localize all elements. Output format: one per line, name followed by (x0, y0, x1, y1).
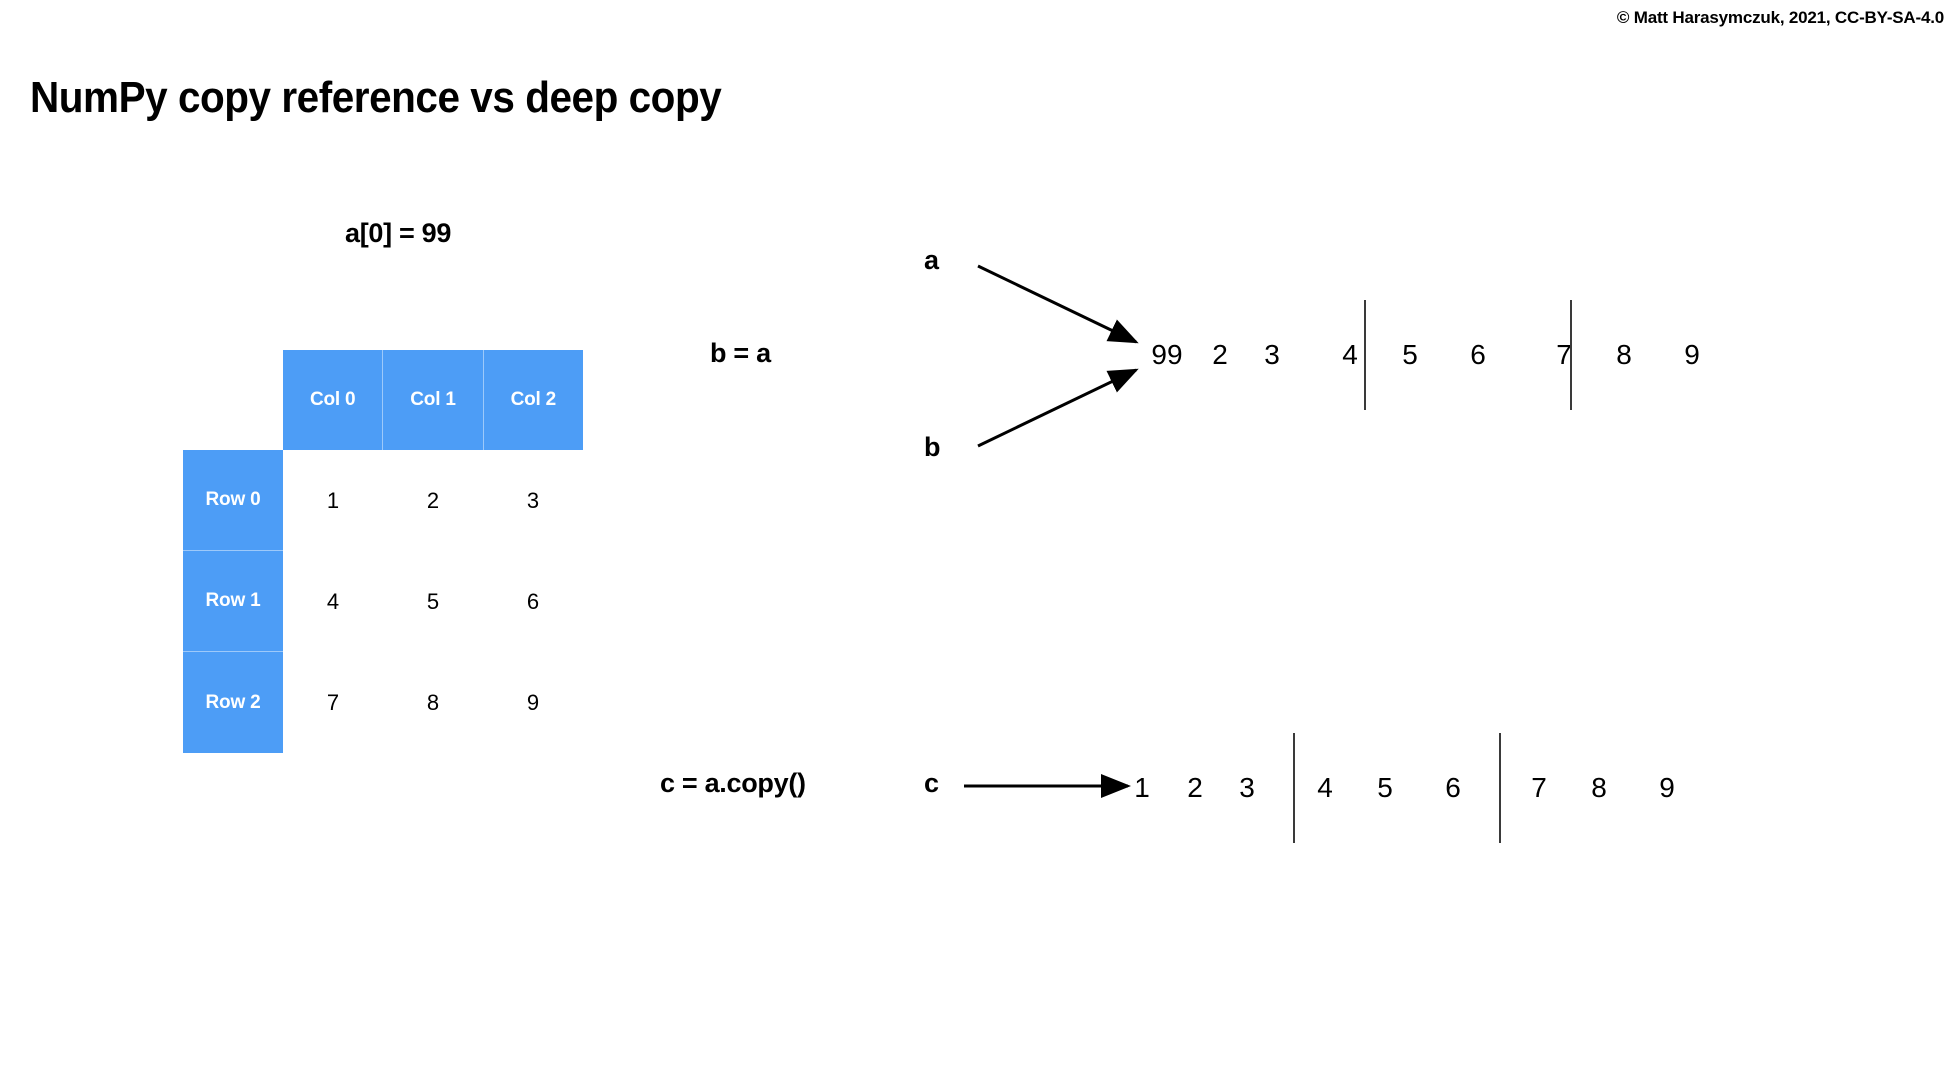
array-value: 6 (1445, 772, 1461, 803)
matrix-cell: 6 (483, 551, 583, 652)
matrix-body: Row 0 1 2 3 Row 1 4 5 6 Row 2 7 8 9 (183, 450, 583, 753)
array-row-divider (1364, 300, 1366, 410)
array-row-divider (1293, 733, 1295, 843)
array-value: 99 (1151, 339, 1183, 370)
array-value: 8 (1591, 772, 1607, 803)
matrix-column-header: Col 1 (383, 350, 484, 450)
matrix-cell: 8 (383, 652, 483, 753)
array-value: 4 (1317, 772, 1333, 803)
matrix-table: Col 0 Col 1 Col 2 Row 0 1 2 3 Row 1 4 5 … (183, 350, 583, 753)
copy-array-cells: 1 2 3 4 5 6 7 8 9 (1115, 728, 1701, 848)
array-value: 2 (1187, 772, 1203, 803)
copy-equation-label: c = a.copy() (660, 768, 806, 798)
array-value: 9 (1684, 339, 1700, 370)
array-value: 1 (1134, 772, 1150, 803)
matrix-column-header: Col 2 (483, 350, 583, 450)
variable-label-a: a (924, 245, 940, 275)
array-value: 3 (1239, 772, 1255, 803)
table-row: Row 1 4 5 6 (183, 551, 583, 652)
reference-arrows-icon (977, 264, 1139, 448)
reference-array-cells: 99 2 3 4 5 6 7 8 9 (1140, 295, 1726, 415)
matrix-row-header: Row 1 (183, 551, 283, 652)
matrix-row-header: Row 0 (183, 450, 283, 551)
copyright-notice: © Matt Harasymczuk, 2021, CC-BY-SA-4.0 (1616, 8, 1944, 27)
array-value: 3 (1264, 339, 1280, 370)
matrix-cell: 4 (283, 551, 383, 652)
matrix-header-row: Col 0 Col 1 Col 2 (283, 350, 583, 450)
page-title: NumPy copy reference vs deep copy (30, 73, 722, 123)
matrix-cell: 2 (383, 450, 483, 551)
array-value: 9 (1659, 772, 1675, 803)
matrix-cell: 1 (283, 450, 383, 551)
array-value: 2 (1212, 339, 1228, 370)
array-value: 7 (1556, 339, 1572, 370)
array-row-divider (1570, 300, 1572, 410)
array-value: 6 (1470, 339, 1486, 370)
array-value: 4 (1342, 339, 1358, 370)
matrix-cell: 7 (283, 652, 383, 753)
matrix-cell: 9 (483, 652, 583, 753)
matrix-row-header: Row 2 (183, 652, 283, 753)
table-row: Row 0 1 2 3 (183, 450, 583, 551)
array-value: 5 (1377, 772, 1393, 803)
array-value: 8 (1616, 339, 1632, 370)
variable-label-b: b (924, 432, 941, 462)
copy-arrow-icon (964, 774, 1131, 798)
array-value: 7 (1531, 772, 1547, 803)
reference-equation-label: b = a (710, 338, 771, 368)
table-row: Row 2 7 8 9 (183, 652, 583, 753)
matrix-cell: 5 (383, 551, 483, 652)
array-value: 5 (1402, 339, 1418, 370)
matrix-cell: 3 (483, 450, 583, 551)
matrix-column-header: Col 0 (283, 350, 384, 450)
variable-label-c: c (924, 768, 940, 798)
array-row-divider (1499, 733, 1501, 843)
matrix-caption: a[0] = 99 (345, 218, 452, 248)
